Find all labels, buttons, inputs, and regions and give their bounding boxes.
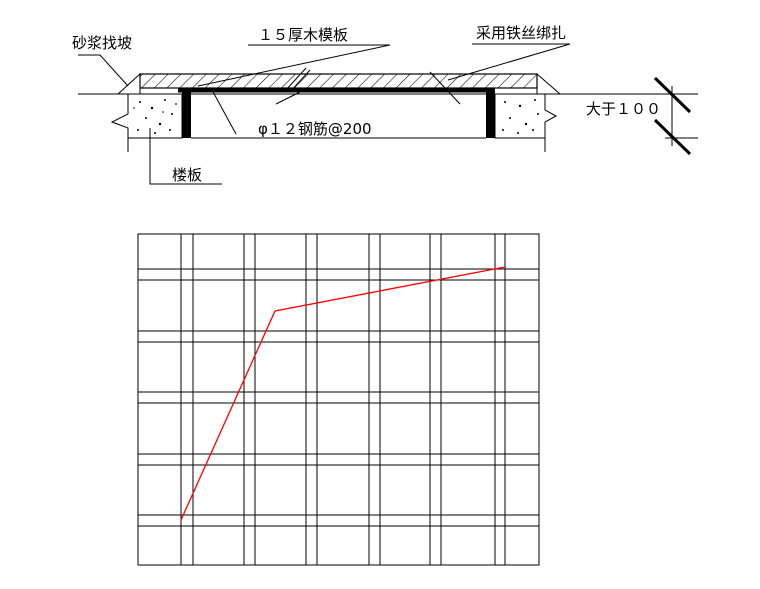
- leader-board: [197, 44, 391, 87]
- label-rebar: φ１２钢筋@200: [258, 120, 372, 138]
- slab-left: [110, 93, 183, 139]
- leader-wire: [447, 43, 571, 81]
- support-left: [182, 90, 191, 138]
- label-mortar-slope: 砂浆找坡: [72, 34, 132, 52]
- wire-tie-mark-1: [285, 67, 307, 91]
- support-right: [486, 90, 495, 138]
- grid-horizontal-lines: [138, 268, 539, 527]
- leader-mortar: [78, 54, 129, 87]
- slab-right: [494, 93, 558, 139]
- leader-slab: [149, 128, 222, 185]
- leader-rebar-2: [275, 91, 301, 105]
- label-greater-than: 大于１００: [586, 100, 661, 118]
- wire-tie-mark-3: [429, 71, 461, 105]
- leader-rebar: [211, 89, 237, 135]
- grid-frame: [137, 233, 540, 566]
- crack-line: [180, 266, 506, 521]
- dim-tick-bottom: [653, 118, 692, 156]
- mortar-slope-right: [536, 72, 562, 95]
- label-floor-slab: 楼板: [172, 166, 202, 184]
- label-wood-board: １５厚木模板: [258, 26, 348, 44]
- grid-vertical-lines: [180, 234, 506, 565]
- rebar-grid: [137, 233, 540, 566]
- dim-tick-top: [653, 76, 692, 114]
- mortar-slope-left: [116, 72, 141, 95]
- section-detail: 砂浆找坡 １５厚木模板 采用铁丝绑扎 大于１００ φ１２钢筋@200 楼板: [72, 24, 698, 185]
- label-wire-tie: 采用铁丝绑扎: [476, 24, 566, 42]
- wire-tie-mark-2: [289, 69, 311, 93]
